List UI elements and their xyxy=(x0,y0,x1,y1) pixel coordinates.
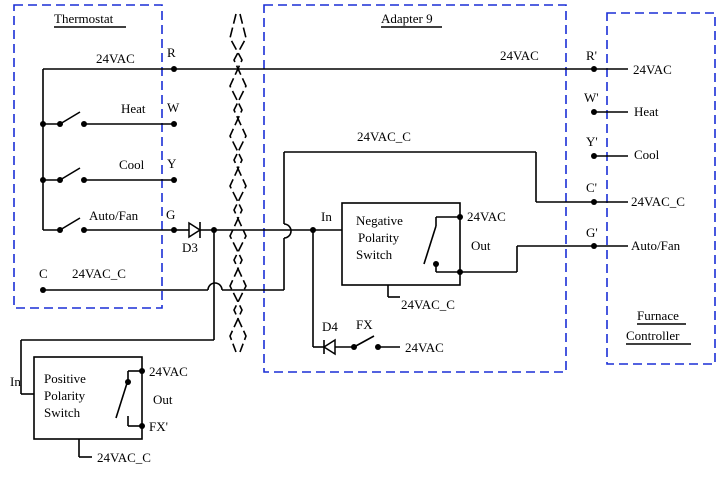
switch-dot xyxy=(57,227,63,233)
terminal-y-prime-dot xyxy=(591,153,597,159)
terminal-r-prime-dot xyxy=(591,66,597,72)
terminal-g-prime-dot xyxy=(591,243,597,249)
pos-switch-line3: Switch xyxy=(44,405,81,420)
pos-fx-dot xyxy=(139,423,145,429)
neg-switch-blade xyxy=(423,225,437,265)
furnace-heat-label: Heat xyxy=(634,104,659,119)
thermostat-24vac-c-label: 24VAC_C xyxy=(72,266,126,281)
c-wire-hop xyxy=(207,282,223,291)
neg-out-label: Out xyxy=(471,238,491,253)
terminal-w-label: W xyxy=(167,100,180,115)
pos-in-label: In xyxy=(10,374,21,389)
adapter-in-label: In xyxy=(321,209,332,224)
pos-switch-line2: Polarity xyxy=(44,388,86,403)
terminal-y-prime-label: Y' xyxy=(586,134,598,149)
pos-24vac-dot xyxy=(139,368,145,374)
break-line-right xyxy=(233,13,247,353)
pos-contact-dot xyxy=(125,379,131,385)
terminal-c-label: C xyxy=(39,266,48,281)
thermostat-24vac-label: 24VAC xyxy=(96,51,135,66)
heat-label: Heat xyxy=(121,101,146,116)
furnace-autofan-label: Auto/Fan xyxy=(631,238,681,253)
pos-switch-line1: Positive xyxy=(44,371,86,386)
furnace-title-line1: Furnace xyxy=(637,308,679,323)
autofan-label: Auto/Fan xyxy=(89,208,139,223)
adapter-enclosure xyxy=(263,4,567,373)
pos-fx-label: FX' xyxy=(149,419,168,434)
fx-label: FX xyxy=(356,317,373,332)
pos-24vac-c-label: 24VAC_C xyxy=(97,450,151,465)
neg-24vac-label: 24VAC xyxy=(467,209,506,224)
furnace-enclosure xyxy=(606,12,716,365)
positive-polarity-switch xyxy=(33,356,143,440)
pos-24vac-label: 24VAC xyxy=(149,364,188,379)
furnace-24vac-c-label: 24VAC_C xyxy=(631,194,685,209)
fx-switch xyxy=(353,335,375,348)
neg-24vac-dot xyxy=(457,214,463,220)
switch-dot xyxy=(81,121,87,127)
furnace-title-line2: Controller xyxy=(626,328,680,343)
pos-out-label: Out xyxy=(153,392,173,407)
switch-dot xyxy=(57,121,63,127)
diode-d4-label: D4 xyxy=(322,319,338,334)
thermostat-title: Thermostat xyxy=(54,11,114,26)
cool-switch xyxy=(59,167,81,181)
terminal-w-prime-label: W' xyxy=(584,90,599,105)
adapter-title: Adapter 9 xyxy=(381,11,433,26)
terminal-y-dot xyxy=(171,177,177,183)
neg-contact-dot xyxy=(433,261,439,267)
switch-dot xyxy=(81,177,87,183)
neg-switch-line3: Switch xyxy=(356,247,393,262)
terminal-c-prime-label: C' xyxy=(586,180,597,195)
adapter-24vac-label: 24VAC xyxy=(500,48,539,63)
c-wire-hop-2 xyxy=(283,223,292,239)
neg-switch-line2: Polarity xyxy=(358,230,400,245)
negative-polarity-switch xyxy=(341,202,461,286)
fx-24vac-label: 24VAC xyxy=(405,340,444,355)
terminal-r-prime-label: R' xyxy=(586,48,597,63)
break-line-left xyxy=(229,13,243,353)
furnace-24vac-label: 24VAC xyxy=(633,62,672,77)
terminal-y-label: Y xyxy=(167,156,177,171)
pos-switch-blade xyxy=(115,379,129,419)
terminal-w-prime-dot xyxy=(591,109,597,115)
diode-d4 xyxy=(322,338,336,356)
terminal-g-prime-label: G' xyxy=(586,225,598,240)
terminal-g-label: G xyxy=(166,207,175,222)
terminal-c-prime-dot xyxy=(591,199,597,205)
furnace-cool-label: Cool xyxy=(634,147,660,162)
neg-out-dot xyxy=(457,269,463,275)
diode-d3-label: D3 xyxy=(182,240,198,255)
adapter-24vac-c-label: 24VAC_C xyxy=(357,129,411,144)
thermostat-enclosure xyxy=(13,4,163,309)
junction-dot xyxy=(40,177,46,183)
fan-switch xyxy=(59,217,81,231)
terminal-r-label: R xyxy=(167,45,176,60)
neg-24vac-c-label: 24VAC_C xyxy=(401,297,455,312)
cool-label: Cool xyxy=(119,157,145,172)
switch-dot xyxy=(81,227,87,233)
switch-dot xyxy=(57,177,63,183)
terminal-w-dot xyxy=(171,121,177,127)
junction-dot xyxy=(40,121,46,127)
fx-switch-dot xyxy=(375,344,381,350)
fx-switch-dot xyxy=(351,344,357,350)
neg-switch-line1: Negative xyxy=(356,213,403,228)
diode-d3 xyxy=(188,221,202,239)
heat-switch xyxy=(59,111,81,125)
